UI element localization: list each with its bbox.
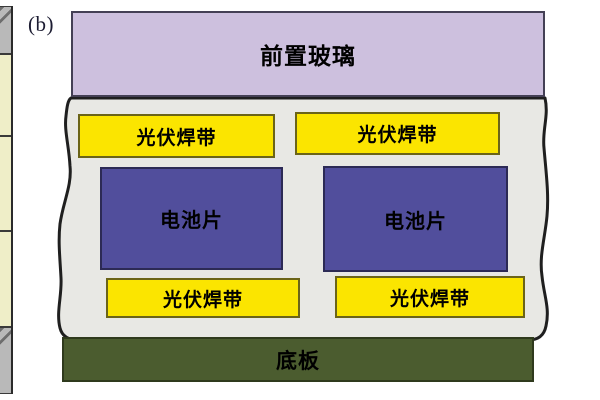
- ribbon-top-left-label: 光伏焊带: [136, 126, 217, 149]
- layer-ribbon-top-left: 光伏焊带: [78, 114, 275, 158]
- ribbon-bottom-left-label: 光伏焊带: [162, 288, 243, 311]
- side-segment-hatch-top: [0, 6, 11, 54]
- ribbon-bottom-right-label: 光伏焊带: [389, 287, 470, 310]
- front-glass-label: 前置玻璃: [260, 44, 356, 70]
- adjacent-panel-fragment: [0, 6, 13, 394]
- side-segment-pale-3: [0, 231, 11, 327]
- layer-ribbon-top-right: 光伏焊带: [295, 112, 500, 155]
- cell-left-label: 电池片: [160, 208, 223, 232]
- panel-label: (b): [28, 12, 54, 36]
- layer-cell-right: 电池片: [323, 166, 508, 272]
- layer-ribbon-bottom-right: 光伏焊带: [335, 276, 525, 318]
- layer-front-glass: 前置玻璃: [71, 11, 545, 97]
- side-segment-pale-1: [0, 54, 11, 136]
- back-sheet-label: 底板: [276, 348, 320, 373]
- ribbon-top-right-label: 光伏焊带: [357, 124, 438, 146]
- layer-cell-left: 电池片: [100, 167, 283, 270]
- layer-ribbon-bottom-left: 光伏焊带: [106, 278, 300, 318]
- side-segment-pale-2: [0, 136, 11, 231]
- layer-back-sheet: 底板: [62, 337, 534, 382]
- side-segment-hatch-bottom: [0, 327, 11, 394]
- cell-right-label: 电池片: [384, 208, 447, 233]
